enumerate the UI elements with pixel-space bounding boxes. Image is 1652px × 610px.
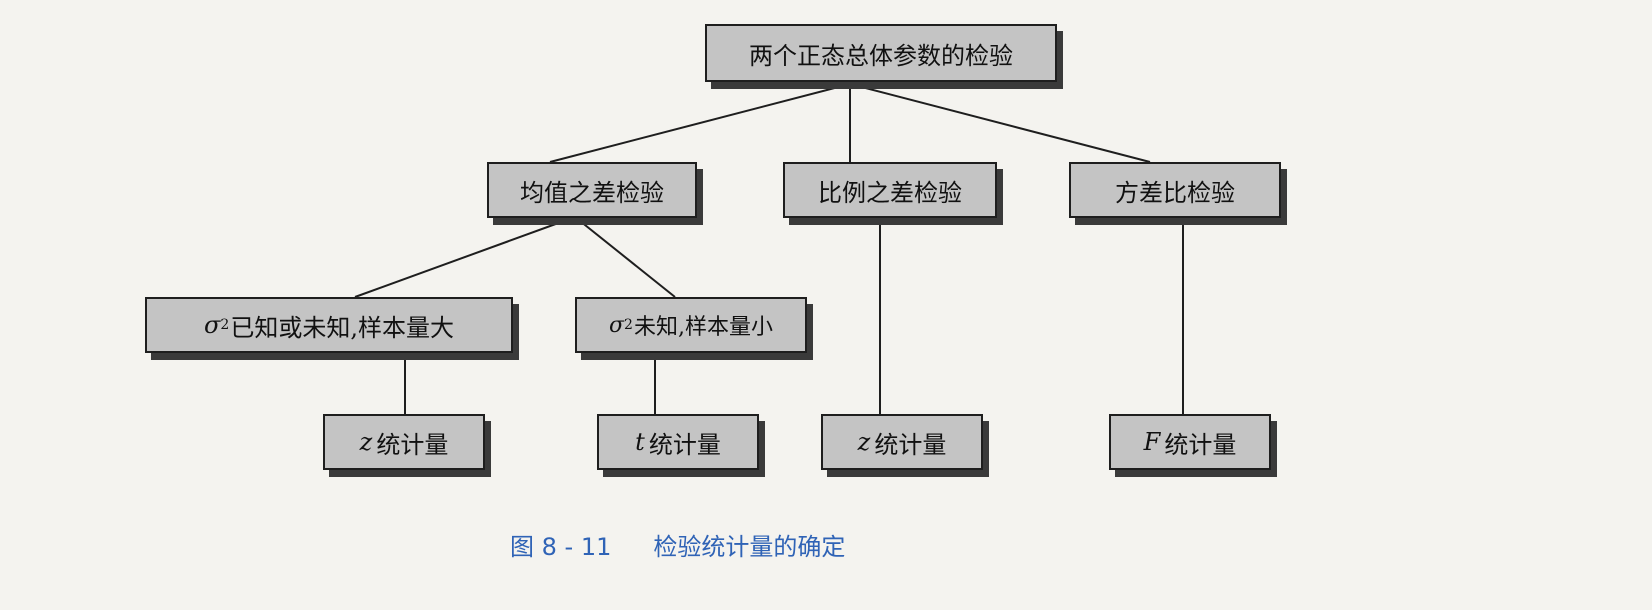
node-z-statistic-1-label: 统计量 xyxy=(376,430,449,459)
figure-title: 检验统计量的确定 xyxy=(653,533,846,561)
node-z-statistic-2-label: 统计量 xyxy=(874,430,947,459)
node-variance-ratio-test-label: 方差比检验 xyxy=(1115,178,1235,207)
statistic-symbol: z xyxy=(857,428,871,456)
statistic-symbol: t xyxy=(635,428,645,456)
node-variance-ratio-test: 方差比检验 xyxy=(1069,162,1281,218)
node-variance-known-large-sample-label: 已知或未知,样本量大 xyxy=(230,313,454,342)
sigma-symbol: σ xyxy=(609,312,625,338)
figure-number: 图 8 - 11 xyxy=(510,533,612,561)
node-root-label: 两个正态总体参数的检验 xyxy=(749,41,1013,70)
statistic-symbol: z xyxy=(359,428,373,456)
node-root: 两个正态总体参数的检验 xyxy=(705,24,1057,82)
node-f-statistic-label: 统计量 xyxy=(1164,430,1237,459)
edge-mean-diff-small-sample xyxy=(574,216,676,298)
node-mean-difference-test-label: 均值之差检验 xyxy=(520,178,664,207)
node-proportion-difference-test: 比例之差检验 xyxy=(783,162,997,218)
node-variance-unknown-small-sample-label: 未知,样本量小 xyxy=(633,315,773,340)
figure-caption: 图 8 - 11 检验统计量的确定 xyxy=(510,527,845,562)
node-mean-difference-test: 均值之差检验 xyxy=(487,162,697,218)
statistic-symbol: F xyxy=(1143,428,1161,456)
edge-mean-diff-large-sample xyxy=(354,216,576,298)
edge-root-variance-ratio xyxy=(849,83,1151,163)
sigma-symbol: σ xyxy=(204,311,221,339)
edge-root-mean-diff xyxy=(549,83,851,163)
node-proportion-difference-test-label: 比例之差检验 xyxy=(818,178,962,207)
node-t-statistic-label: 统计量 xyxy=(648,430,721,459)
